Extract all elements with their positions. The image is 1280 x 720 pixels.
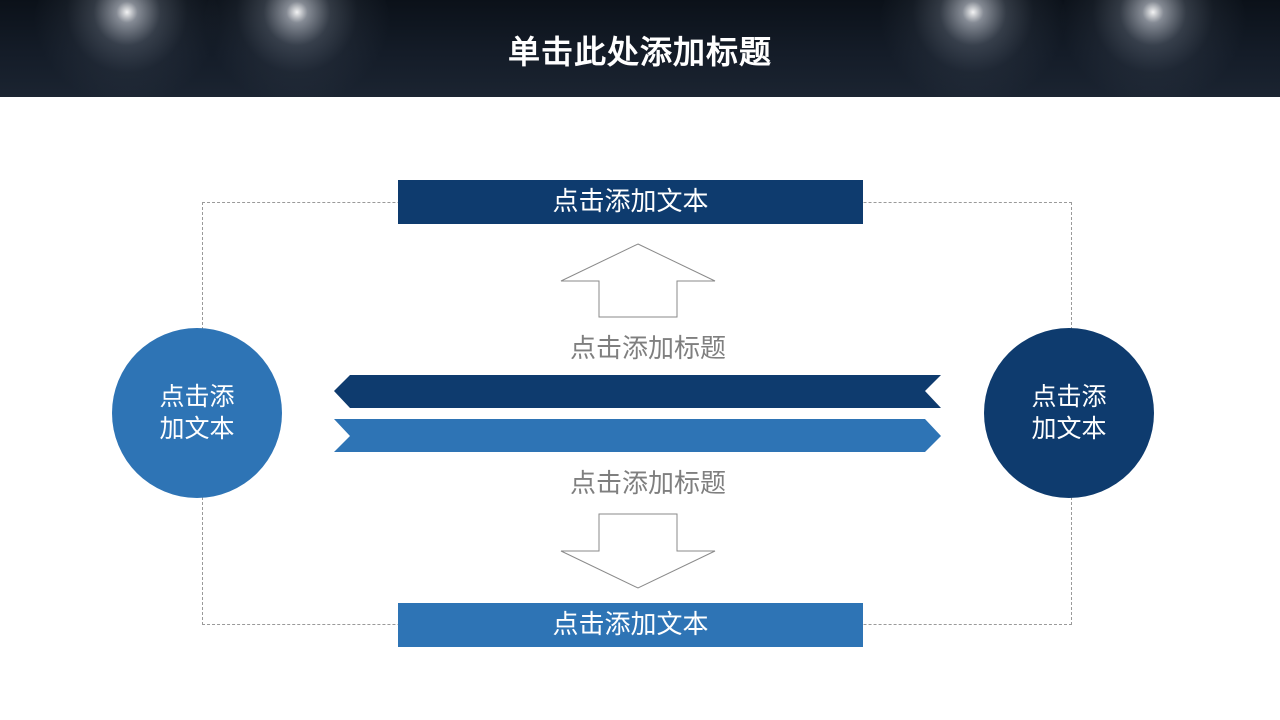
- spotlight: [32, 0, 222, 97]
- lower-title-label[interactable]: 点击添加标题: [569, 469, 726, 499]
- spotlight: [878, 0, 1068, 97]
- spotlight: [1058, 0, 1248, 97]
- right-circle-label: 点击添加文本: [1031, 382, 1107, 443]
- upper-title-label[interactable]: 点击添加标题: [569, 334, 726, 364]
- right-ribbon-arrow: [334, 419, 941, 452]
- left-circle[interactable]: 点击添加文本: [112, 328, 282, 498]
- right-circle[interactable]: 点击添加文本: [984, 328, 1154, 498]
- header-banner: 单击此处添加标题: [0, 0, 1280, 97]
- down-arrow: [560, 513, 716, 589]
- up-arrow: [560, 243, 716, 318]
- left-ribbon-arrow: [334, 375, 941, 408]
- page-title[interactable]: 单击此处添加标题: [507, 33, 772, 71]
- left-circle-label: 点击添加文本: [159, 382, 235, 443]
- top-text-box[interactable]: 点击添加文本: [398, 180, 863, 224]
- bottom-text-box[interactable]: 点击添加文本: [398, 603, 863, 647]
- spotlight: [202, 0, 392, 97]
